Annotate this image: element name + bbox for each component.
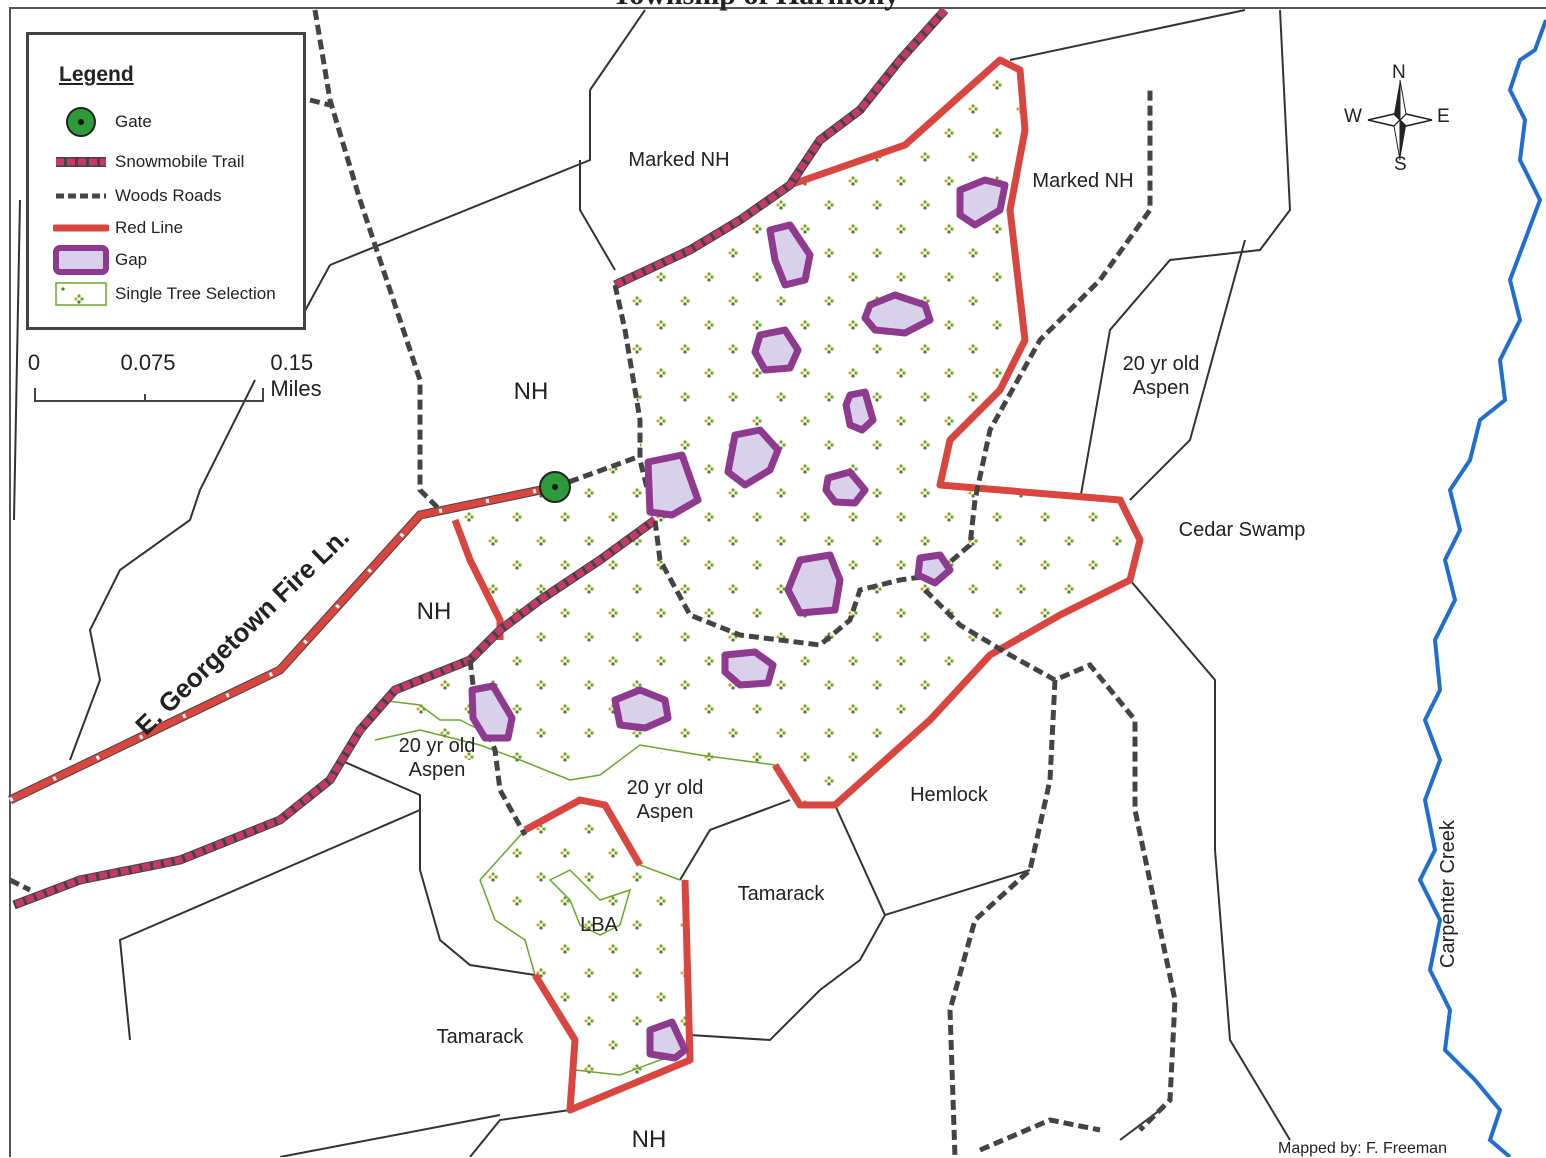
stand-label: 20 yr old <box>1122 353 1200 375</box>
legend-label: Gap <box>115 250 148 269</box>
scale-tick-label: 0.075 <box>120 350 176 375</box>
gap <box>822 468 869 507</box>
single-tree-selection-south <box>485 800 690 1110</box>
gate-icon <box>66 107 96 137</box>
gap <box>721 648 777 689</box>
gap <box>468 682 516 742</box>
legend-item-woods-roads: Woods Roads <box>53 183 221 209</box>
legend-item-gate: Gate <box>53 107 152 137</box>
legend-item-red-line: Red Line <box>53 215 183 241</box>
woods-roads-icon <box>56 193 106 199</box>
stand-label: 20 yr old <box>398 735 476 757</box>
stand-label: NH <box>513 378 549 405</box>
stand-label: Hemlock <box>910 784 988 806</box>
scale-mid-tick <box>144 394 146 402</box>
fire-lane-road <box>8 482 556 805</box>
single-tree-outlines <box>374 699 776 1076</box>
gap <box>914 551 954 587</box>
stand-label: Marked NH <box>628 149 730 171</box>
credit-text: Mapped by: F. Freeman <box>1278 1140 1447 1157</box>
legend-title: Legend <box>59 63 134 86</box>
north-arrow: N S E W <box>1340 62 1460 178</box>
snowmobile-trail <box>12 6 949 910</box>
compass-s: S <box>1394 154 1407 175</box>
compass-rose-icon <box>1367 79 1433 161</box>
snowmobile-trail-icon <box>56 157 106 167</box>
map-title: Township of Harmony <box>612 0 899 12</box>
stand-label: Tamarack <box>737 883 825 905</box>
gap-icon <box>53 245 109 275</box>
gap <box>751 326 802 374</box>
gap <box>784 551 844 617</box>
stand-label: NH <box>416 598 452 625</box>
gap <box>861 291 934 337</box>
carpenter-creek <box>1417 19 1546 1157</box>
gaps <box>468 176 1009 1062</box>
scale-bar: 0 0.075 0.15 Miles <box>27 350 322 410</box>
scale-tick-label: 0.15 Miles <box>270 350 322 401</box>
legend-item-gap: Gap <box>53 245 148 275</box>
stand-label: 20 yr old <box>626 777 704 799</box>
gap <box>724 426 782 489</box>
legend-label: Woods Roads <box>115 186 222 205</box>
legend-item-single-tree: Single Tree Selection <box>53 281 276 307</box>
compass-n: N <box>1392 62 1406 83</box>
gap <box>842 388 877 434</box>
stand-label: Marked NH <box>1032 170 1134 192</box>
gap <box>646 1018 689 1062</box>
gap <box>644 451 702 519</box>
stand-label: Aspen <box>636 801 694 823</box>
stand-label: Cedar Swamp <box>1178 519 1306 541</box>
stand-label: LBA <box>580 914 618 936</box>
single-tree-selection-icon <box>55 282 107 306</box>
scale-tick-label: 0 <box>27 350 41 375</box>
gate-icon <box>539 471 571 503</box>
scale-line <box>34 388 264 402</box>
stand-label: Aspen <box>408 759 466 781</box>
legend-label: Snowmobile Trail <box>115 152 245 171</box>
creek-label: Carpenter Creek <box>1437 820 1459 968</box>
map-frame <box>9 7 1546 1157</box>
stand-label: NH <box>631 1126 667 1153</box>
compass-e: E <box>1437 106 1450 127</box>
gap <box>766 221 814 289</box>
compass-w: W <box>1344 106 1362 127</box>
red-line-icon <box>53 224 109 232</box>
legend-label: Gate <box>115 112 152 131</box>
legend-label: Single Tree Selection <box>115 284 276 303</box>
gap <box>956 176 1009 229</box>
legend-label: Red Line <box>115 218 184 237</box>
woods-roads <box>8 9 1178 1157</box>
legend-item-snowmobile: Snowmobile Trail <box>53 149 244 175</box>
stand-label: Tamarack <box>436 1026 524 1048</box>
legend: Legend Gate Snowmobile Trail Woods Roads <box>26 32 306 330</box>
stand-label: Aspen <box>1132 377 1190 399</box>
gap <box>611 686 672 732</box>
